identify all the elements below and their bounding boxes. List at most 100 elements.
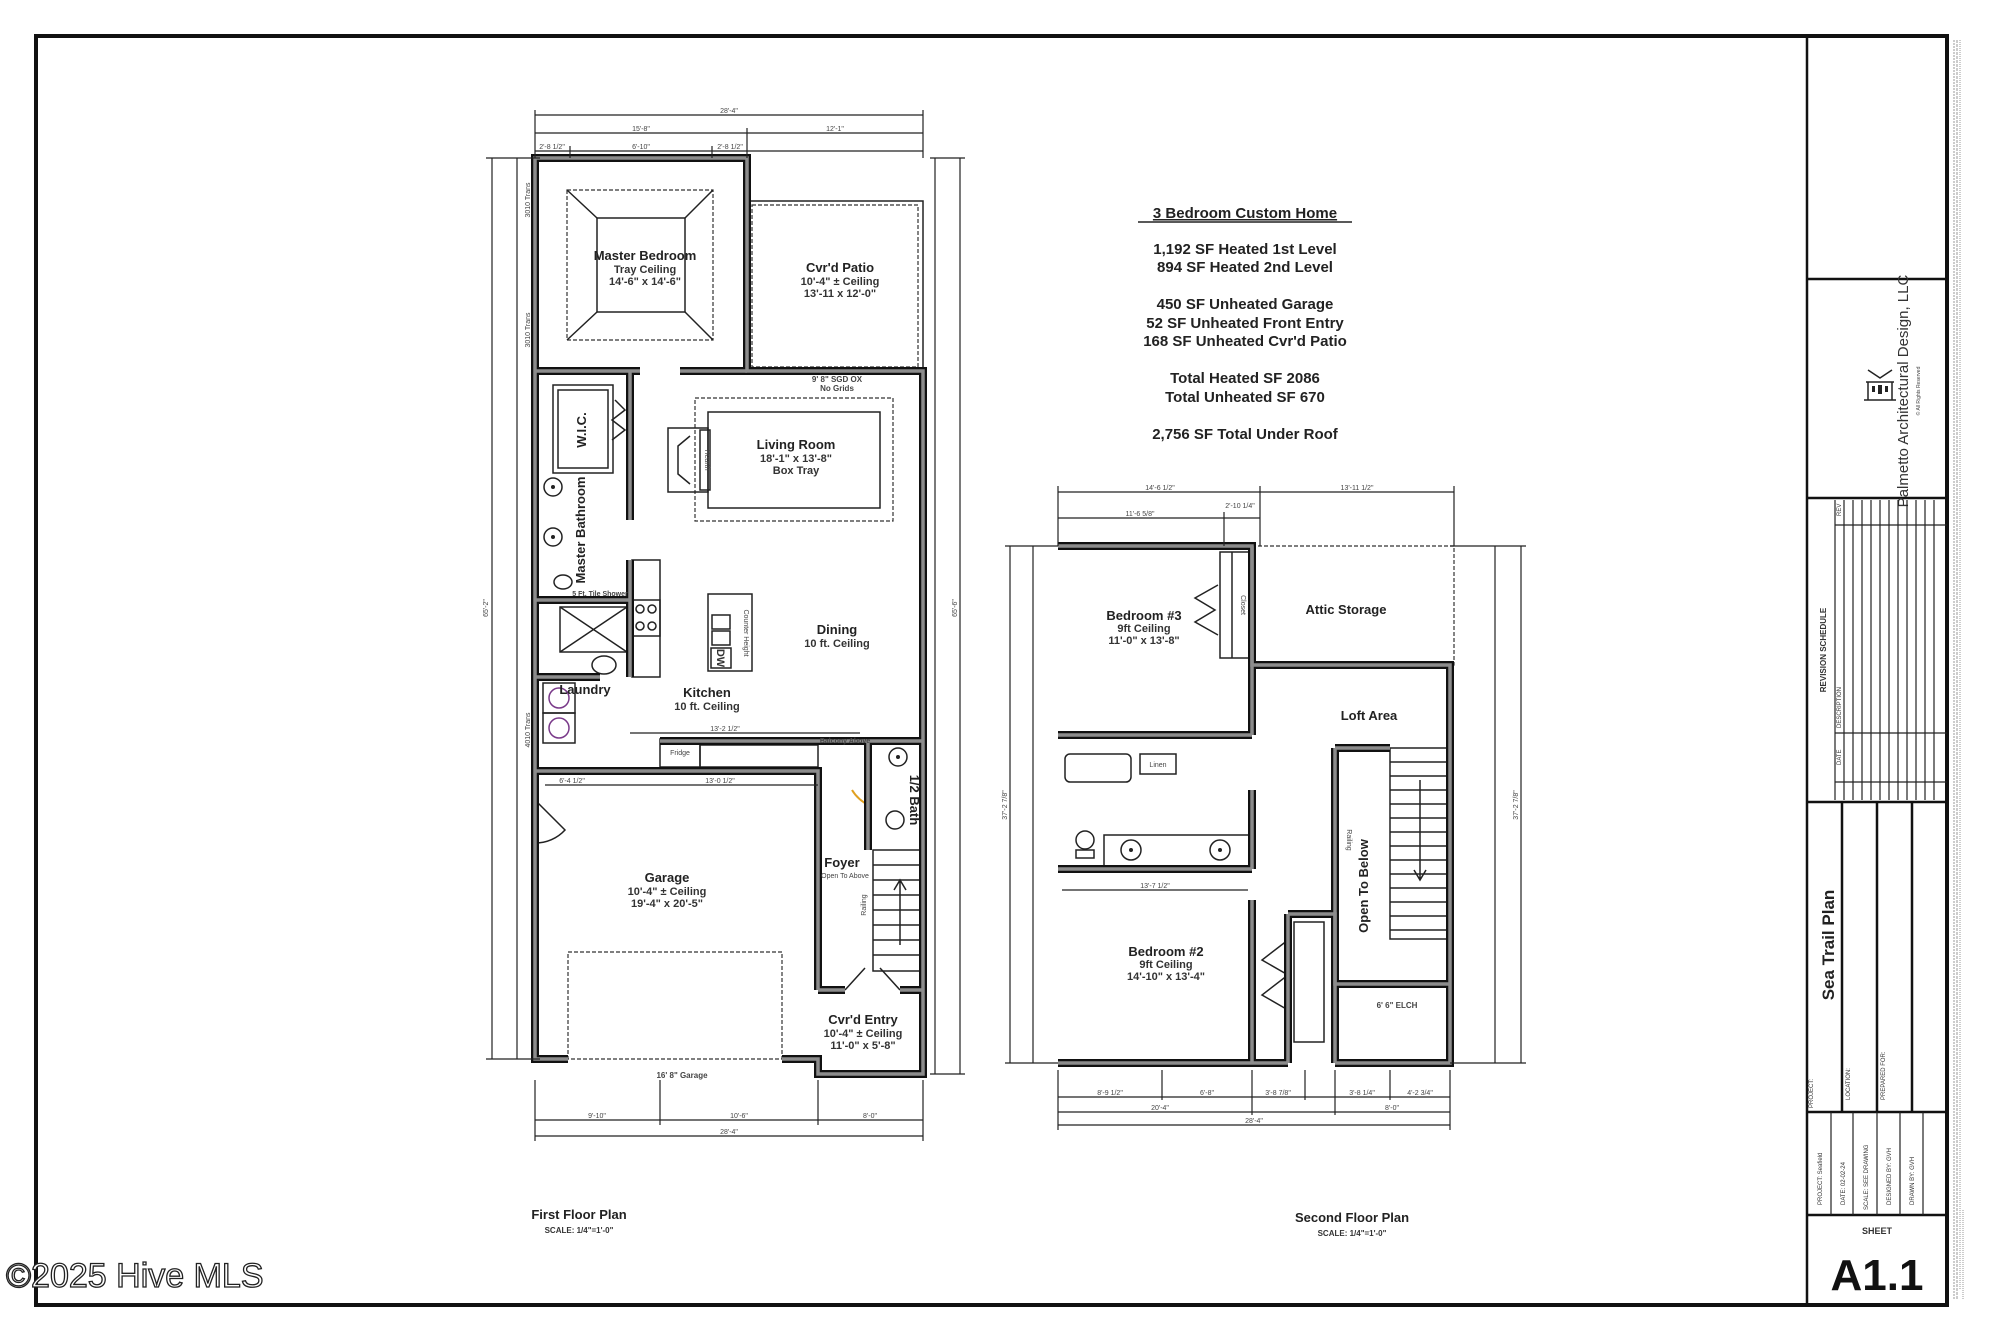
- svg-text:37'-2 7/8": 37'-2 7/8": [1513, 790, 1520, 820]
- first-floor-title: First Floor Plan: [531, 1207, 626, 1222]
- summary-line: Total Heated SF 2086: [1170, 370, 1320, 387]
- svg-text:14'-6 1/2": 14'-6 1/2": [1145, 485, 1175, 492]
- svg-text:8'-0": 8'-0": [863, 1113, 877, 1120]
- svg-text:6'-10": 6'-10": [632, 144, 650, 151]
- entry-ceiling: 10'-4" ± Ceiling: [824, 1028, 903, 1040]
- balcony-label: Balcony Above: [820, 738, 870, 745]
- svg-text:13'-11 1/2": 13'-11 1/2": [1341, 485, 1374, 492]
- svg-text:2'-8 1/2": 2'-8 1/2": [539, 144, 565, 151]
- counter-height-label: Counter Height: [742, 609, 749, 656]
- revision-schedule-title: REVISION SCHEDULE: [1819, 607, 1828, 692]
- sgd-label: 9' 8" SGD OX: [812, 375, 863, 384]
- svg-text:11'-6 5/8": 11'-6 5/8": [1126, 511, 1156, 518]
- svg-text:4'-2 3/4": 4'-2 3/4": [1407, 1090, 1433, 1097]
- wic-label: W.I.C.: [574, 412, 589, 447]
- first-floor-scale: SCALE: 1/4"=1'-0": [545, 1226, 614, 1235]
- second-floor-plan: 14'-6 1/2" 13'-11 1/2" 2'-10 1/4" 11'-6 …: [1002, 485, 1526, 1238]
- stove: [631, 599, 661, 637]
- dining-ceiling: 10 ft. Ceiling: [804, 638, 869, 650]
- svg-text:15'-8": 15'-8": [632, 126, 650, 133]
- rev-column-header: REV: [1837, 504, 1843, 516]
- dining-label: Dining: [817, 622, 857, 637]
- bedroom-2-size: 14'-10" x 13'-4": [1127, 971, 1205, 983]
- master-bedroom-ceiling: Tray Ceiling: [614, 264, 676, 276]
- kitchen-counter: [631, 559, 661, 678]
- closet-label: Closet: [1239, 595, 1246, 615]
- company-logo: [1864, 369, 1896, 401]
- second-floor-stairs: [1389, 747, 1449, 940]
- svg-text:65'-6": 65'-6": [952, 599, 959, 617]
- patio-ceiling: 10'-4" ± Ceiling: [801, 276, 880, 288]
- svg-text:28'-4": 28'-4": [720, 108, 738, 115]
- master-bedroom-size: 14'-6" x 14'-6": [609, 276, 681, 288]
- date-column-header: DATE: [1837, 749, 1843, 765]
- sheet-label: SHEET: [1862, 1226, 1893, 1236]
- garage-door-label: 16' 8" Garage: [656, 1071, 708, 1080]
- svg-text:6'-4 1/2": 6'-4 1/2": [559, 778, 585, 785]
- summary-line: 450 SF Unheated Garage: [1157, 296, 1334, 313]
- revision-schedule: REVISION SCHEDULE REV DATE DESCRIPTION: [1819, 500, 1947, 800]
- living-room-ceiling: Box Tray: [773, 465, 820, 477]
- patio-size: 13'-11 x 12'-0": [804, 288, 876, 300]
- project-label: PROJECT:: [1809, 1079, 1815, 1108]
- master-bath-fixtures: [543, 477, 628, 675]
- laundry-label: Laundry: [559, 682, 611, 697]
- garage-ceiling: 10'-4" ± Ceiling: [628, 886, 707, 898]
- door-swing: [534, 799, 567, 844]
- living-tray: [694, 397, 894, 522]
- first-floor-dimensions: 28'-4" 15'-8" 12'-1" 2'-8 1/2" 6'-10" 2'…: [483, 108, 965, 1141]
- shower-label: 5 Ft. Tile Shower: [572, 591, 628, 598]
- project-name: Sea Trail Plan: [1819, 890, 1838, 1001]
- half-bath-fixtures: [885, 747, 908, 830]
- first-floor-stairs: [872, 849, 921, 972]
- second-floor-title: Second Floor Plan: [1295, 1210, 1409, 1225]
- svg-text:20'-4": 20'-4": [1151, 1105, 1169, 1112]
- summary-line: 168 SF Unheated Cvr'd Patio: [1143, 333, 1347, 350]
- garage-label: Garage: [645, 870, 690, 885]
- transom-label: 3010 Trans: [525, 182, 532, 218]
- transom-label: 3010 Trans: [525, 312, 532, 348]
- svg-text:8'-9 1/2": 8'-9 1/2": [1097, 1090, 1123, 1097]
- loft-area-label: Loft Area: [1341, 708, 1398, 723]
- svg-text:28'-4": 28'-4": [1245, 1118, 1263, 1125]
- elch-label: 6' 6" ELCH: [1377, 1001, 1418, 1010]
- master-bedroom-label: Master Bedroom: [594, 248, 697, 263]
- bedroom-3-size: 11'-0" x 13'-8": [1108, 635, 1179, 647]
- kitchen-island: DW Counter Height: [707, 593, 753, 672]
- living-room-label: Living Room: [757, 437, 836, 452]
- foyer-label: Foyer: [824, 855, 859, 870]
- title-block: Palmetto Architectural Design, LLC © All…: [1805, 34, 1964, 1307]
- date-info: DATE: 02-02-24: [1841, 1161, 1847, 1205]
- transom-label: 4010 Trans: [525, 712, 532, 748]
- garage-door: [567, 951, 783, 1060]
- bedroom-2-ceiling: 9ft Ceiling: [1139, 959, 1192, 971]
- svg-text:12'-1": 12'-1": [826, 126, 844, 133]
- summary-line: 2,756 SF Total Under Roof: [1152, 426, 1339, 443]
- second-floor-scale: SCALE: 1/4"=1'-0": [1318, 1229, 1387, 1238]
- svg-text:10'-6": 10'-6": [730, 1113, 748, 1120]
- sheet-border: [34, 34, 1949, 1307]
- garage-size: 19'-4" x 20'-5": [631, 898, 703, 910]
- attic-storage-label: Attic Storage: [1306, 602, 1387, 617]
- fireplace: [667, 427, 711, 493]
- second-floor-dimensions: 14'-6 1/2" 13'-11 1/2" 2'-10 1/4" 11'-6 …: [1002, 485, 1526, 1130]
- drawn-by-info: DRAWN BY: GVH: [1910, 1157, 1916, 1205]
- sheet-number: A1.1: [1831, 1251, 1924, 1300]
- description-column-header: DESCRIPTION: [1837, 687, 1843, 728]
- walk-in-closet: [552, 384, 614, 474]
- covered-entry-label: Cvr'd Entry: [828, 1012, 898, 1027]
- svg-text:13'-2 1/2": 13'-2 1/2": [710, 726, 740, 733]
- foyer-note: Open To Above: [821, 873, 869, 880]
- svg-text:28'-4": 28'-4": [720, 1129, 738, 1136]
- half-bath-label: 1/2 Bath: [907, 775, 922, 826]
- linen-label: Linen: [1149, 762, 1166, 769]
- railing-label: Railing: [1345, 829, 1352, 851]
- summary-line: 1,192 SF Heated 1st Level: [1153, 241, 1336, 258]
- open-to-below-label: Open To Below: [1356, 838, 1371, 933]
- area-summary: 3 Bedroom Custom Home 1,192 SF Heated 1s…: [1138, 205, 1352, 443]
- bedroom-3-label: Bedroom #3: [1106, 608, 1181, 623]
- summary-title: 3 Bedroom Custom Home: [1153, 205, 1337, 222]
- scale-info: SCALE: SEE DRAWING: [1864, 1144, 1870, 1210]
- hearth-label: Hearth: [703, 449, 710, 470]
- location-label: LOCATION:: [1846, 1068, 1852, 1100]
